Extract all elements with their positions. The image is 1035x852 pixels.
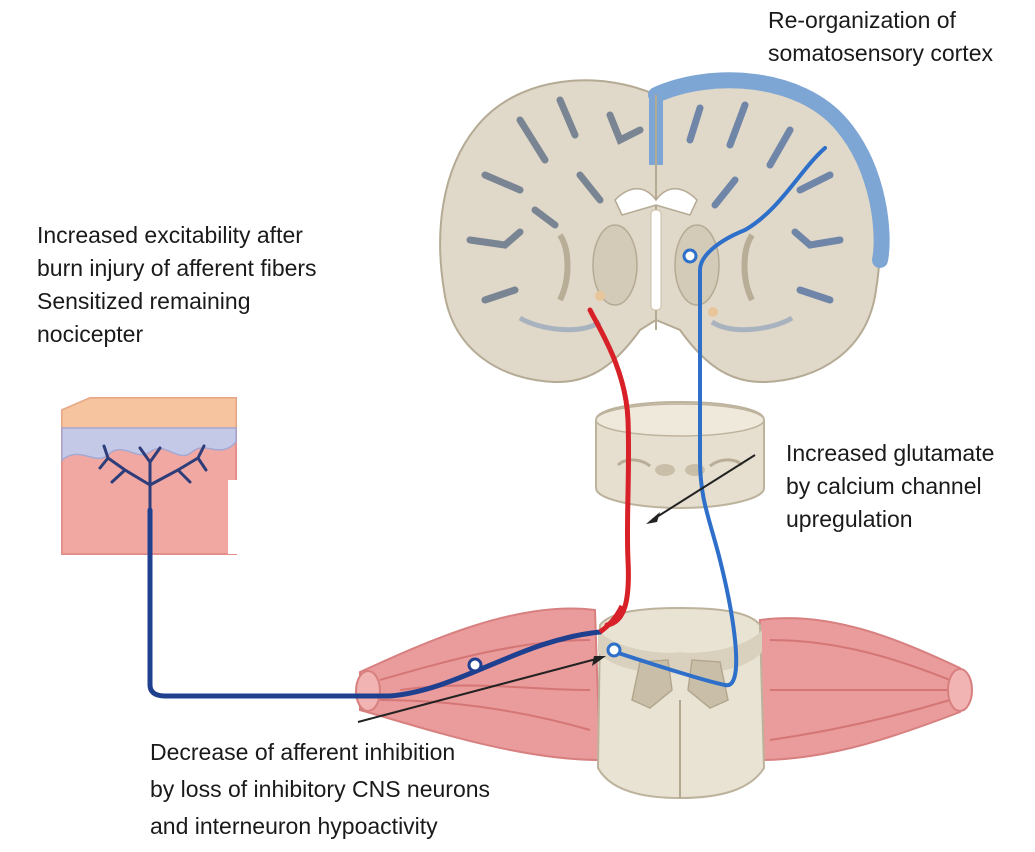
muscle-bundle-right: [760, 618, 972, 760]
label-line: Re-organization of: [768, 4, 993, 37]
brain-coronal-section: [440, 80, 881, 382]
label-line: upregulation: [786, 503, 994, 536]
label-line: and interneuron hypoactivity: [150, 808, 490, 845]
label-increased-excitability: Increased excitability after burn injury…: [37, 219, 317, 351]
label-line: burn injury of afferent fibers: [37, 252, 317, 285]
label-line: nocicepter: [37, 318, 317, 351]
spinal-cord-section: [598, 608, 764, 798]
label-line: by calcium channel: [786, 470, 994, 503]
mask-box: [228, 480, 288, 554]
label-line: Increased glutamate: [786, 437, 994, 470]
brainstem-section: [596, 402, 764, 508]
interneuron-icon: [608, 644, 620, 656]
label-line: Sensitized remaining: [37, 285, 317, 318]
label-line: by loss of inhibitory CNS neurons: [150, 771, 490, 808]
thalamic-relay-icon: [684, 250, 696, 262]
label-cortex-reorganization: Re-organization of somatosensory cortex: [768, 4, 993, 70]
label-line: Decrease of afferent inhibition: [150, 734, 490, 771]
label-increased-glutamate: Increased glutamate by calcium channel u…: [786, 437, 994, 536]
label-decrease-inhibition: Decrease of afferent inhibition by loss …: [150, 734, 490, 845]
dorsal-root-ganglion-icon: [469, 659, 481, 671]
label-line: Increased excitability after: [37, 219, 317, 252]
label-line: somatosensory cortex: [768, 37, 993, 70]
